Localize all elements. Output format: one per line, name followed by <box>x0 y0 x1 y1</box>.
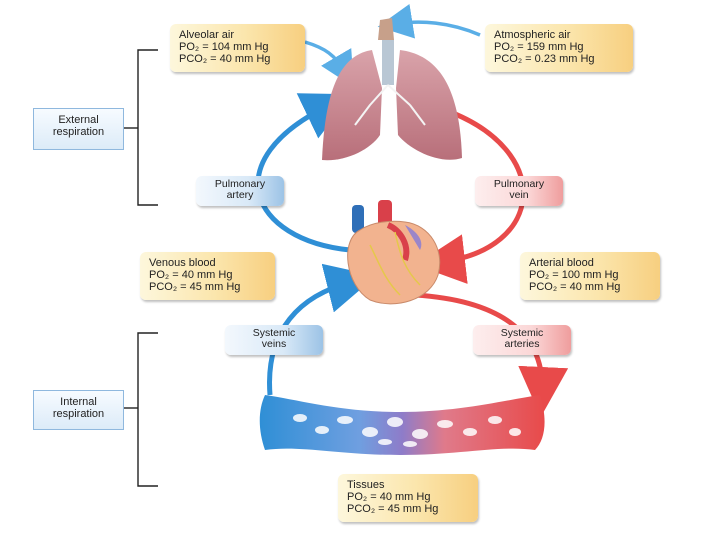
atmospheric-arrow <box>377 3 481 39</box>
systemic-arteries-line1: Systemic <box>500 327 544 339</box>
pulmonary-artery-line1: Pulmonary <box>214 178 266 190</box>
external-label-line2: respiration <box>52 126 105 138</box>
tissues-title: Tissues <box>347 479 385 491</box>
arterial-pco2: PCO₂ = 40 mm Hg <box>529 281 621 293</box>
pulmonary-vein-label: Pulmonary vein <box>475 176 563 206</box>
venous-po2: PO₂ = 40 mm Hg <box>149 269 233 281</box>
arterial-po2: PO₂ = 100 mm Hg <box>529 269 619 281</box>
heart-illustration <box>347 200 441 305</box>
atmospheric-po2: PO₂ = 159 mm Hg <box>494 41 584 53</box>
atmospheric-title: Atmospheric air <box>494 29 571 41</box>
alveolar-title: Alveolar air <box>179 29 235 41</box>
systemic-artery-vessel <box>414 292 569 417</box>
atmospheric-pco2: PCO₂ = 0.23 mm Hg <box>494 53 595 65</box>
alveolar-air-box: Alveolar air PO₂ = 104 mm Hg PCO₂ = 40 m… <box>170 24 305 72</box>
atmospheric-air-box: Atmospheric air PO₂ = 159 mm Hg PCO₂ = 0… <box>485 24 633 72</box>
tissues-box: Tissues PO₂ = 40 mm Hg PCO₂ = 45 mm Hg <box>338 474 478 522</box>
systemic-vein-vessel <box>267 263 377 396</box>
lungs-illustration <box>322 18 462 161</box>
external-bracket <box>124 49 158 206</box>
systemic-veins-line1: Systemic <box>252 327 296 339</box>
tissues-pco2: PCO₂ = 45 mm Hg <box>347 503 439 515</box>
internal-label-line2: respiration <box>52 408 105 420</box>
systemic-arteries-line2: arteries <box>504 338 540 350</box>
venous-title: Venous blood <box>149 257 216 269</box>
tissues-po2: PO₂ = 40 mm Hg <box>347 491 431 503</box>
internal-respiration-label: Internal respiration <box>33 390 124 430</box>
arterial-blood-box: Arterial blood PO₂ = 100 mm Hg PCO₂ = 40… <box>520 252 660 300</box>
alveolar-arrow <box>304 40 354 88</box>
pulmonary-artery-label: Pulmonary artery <box>196 176 284 206</box>
systemic-veins-line2: veins <box>261 338 287 350</box>
venous-blood-box: Venous blood PO₂ = 40 mm Hg PCO₂ = 45 mm… <box>140 252 275 300</box>
pulmonary-vein-line1: Pulmonary <box>493 178 545 190</box>
internal-bracket <box>124 332 158 487</box>
alveolar-pco2: PCO₂ = 40 mm Hg <box>179 53 271 65</box>
external-label-line1: External <box>58 114 99 126</box>
external-respiration-label: External respiration <box>33 108 124 150</box>
pulmonary-vein-line2: vein <box>509 189 529 201</box>
systemic-veins-label: Systemic veins <box>225 325 323 355</box>
venous-pco2: PCO₂ = 45 mm Hg <box>149 281 241 293</box>
arterial-title: Arterial blood <box>529 257 594 269</box>
alveolar-po2: PO₂ = 104 mm Hg <box>179 41 269 53</box>
systemic-arteries-label: Systemic arteries <box>473 325 571 355</box>
pulmonary-artery-line2: artery <box>226 189 254 201</box>
capillary-bed <box>259 395 545 455</box>
internal-label-line1: Internal <box>60 396 97 408</box>
